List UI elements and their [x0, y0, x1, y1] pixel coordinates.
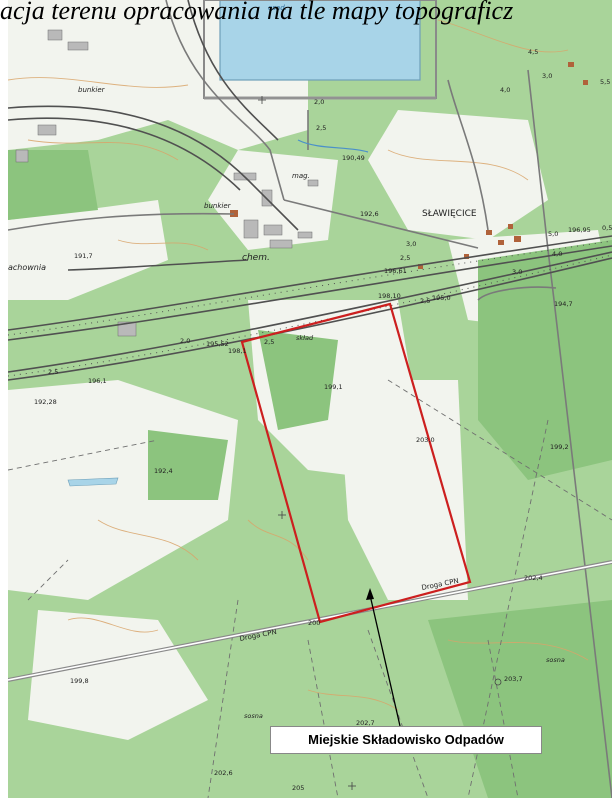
spot-height: 190,49	[342, 154, 365, 162]
spot-height: 192,6	[360, 210, 379, 218]
spot-height: 205	[292, 784, 304, 792]
small-number: 4,0	[500, 86, 510, 94]
small-number: 2,0	[180, 337, 190, 345]
landfill-callout-label: Miejskie Składowisko Odpadów	[270, 726, 542, 754]
small-number: 3,0	[512, 268, 522, 276]
small-number: 2,5	[316, 124, 326, 132]
small-number: 5,0	[548, 230, 558, 238]
small-number: 4,5	[528, 48, 538, 56]
label-slawiecice: SŁAWIĘCICE	[422, 209, 477, 219]
stream	[297, 139, 369, 153]
small-number: 2,5	[420, 297, 430, 305]
label-osad: osad.	[268, 4, 287, 12]
small-number: 4,0	[552, 250, 562, 258]
label-achownia: achownia	[8, 263, 46, 272]
small-number: 3,0	[406, 240, 416, 248]
spot-height: 196,95	[568, 226, 591, 234]
label-bunkier-mid: bunkier	[204, 202, 232, 210]
spot-height: 202,4	[524, 574, 543, 582]
callout-arrow	[366, 588, 401, 727]
dashed-tracks	[8, 379, 612, 798]
label-sosna-right: sosna	[546, 656, 565, 664]
contour-lines	[8, 19, 589, 711]
railway-lines	[8, 0, 612, 381]
spot-height: 192,4	[154, 467, 173, 475]
spot-height: 200	[308, 619, 320, 627]
pond	[67, 477, 119, 487]
spot-height: 192,28	[34, 398, 57, 406]
small-number: 3,0	[542, 72, 552, 80]
spot-height: 199,2	[550, 443, 569, 451]
label-chem: chem.	[242, 253, 270, 263]
reservoir	[219, 0, 421, 81]
roads	[8, 0, 612, 798]
spot-height: 198,1	[228, 347, 247, 355]
small-number: 2,0	[314, 98, 324, 106]
spot-height: 198,10	[378, 292, 401, 300]
label-mag: mag.	[292, 172, 310, 180]
road-droga-cpn	[8, 560, 612, 682]
label-sosna-bottom: sosna	[244, 712, 263, 720]
small-number: 2,5	[400, 254, 410, 262]
spot-height: 196,1	[88, 377, 107, 385]
spot-height: 191,7	[74, 252, 93, 260]
spot-height: 194,7	[554, 300, 573, 308]
small-number: 2,5	[264, 338, 274, 346]
spot-height: 195,0	[432, 294, 451, 302]
survey-marks	[258, 96, 502, 790]
spot-height: 196,61	[384, 267, 407, 275]
spot-height: 203,0	[416, 436, 435, 444]
label-bunkier-top: bunkier	[78, 86, 106, 94]
spot-height: 202,6	[214, 769, 233, 777]
small-number: 5,5	[600, 78, 610, 86]
label-sklad: skład	[296, 334, 314, 342]
topographic-map: osad. bunkier bunkier mag. chem. SŁAWIĘC…	[8, 0, 612, 798]
spot-height: 203,7	[504, 675, 523, 683]
spot-height: 195,52	[206, 340, 229, 348]
spot-height: 199,1	[324, 383, 343, 391]
spot-height: 199,8	[70, 677, 89, 685]
small-number: 2,5	[48, 368, 58, 376]
study-area-boundary	[240, 302, 472, 624]
small-number: 0,5	[602, 224, 612, 232]
map-caption: acja terenu opracowania na tle mapy topo…	[0, 0, 514, 25]
spot-height: 202,7	[356, 719, 375, 727]
